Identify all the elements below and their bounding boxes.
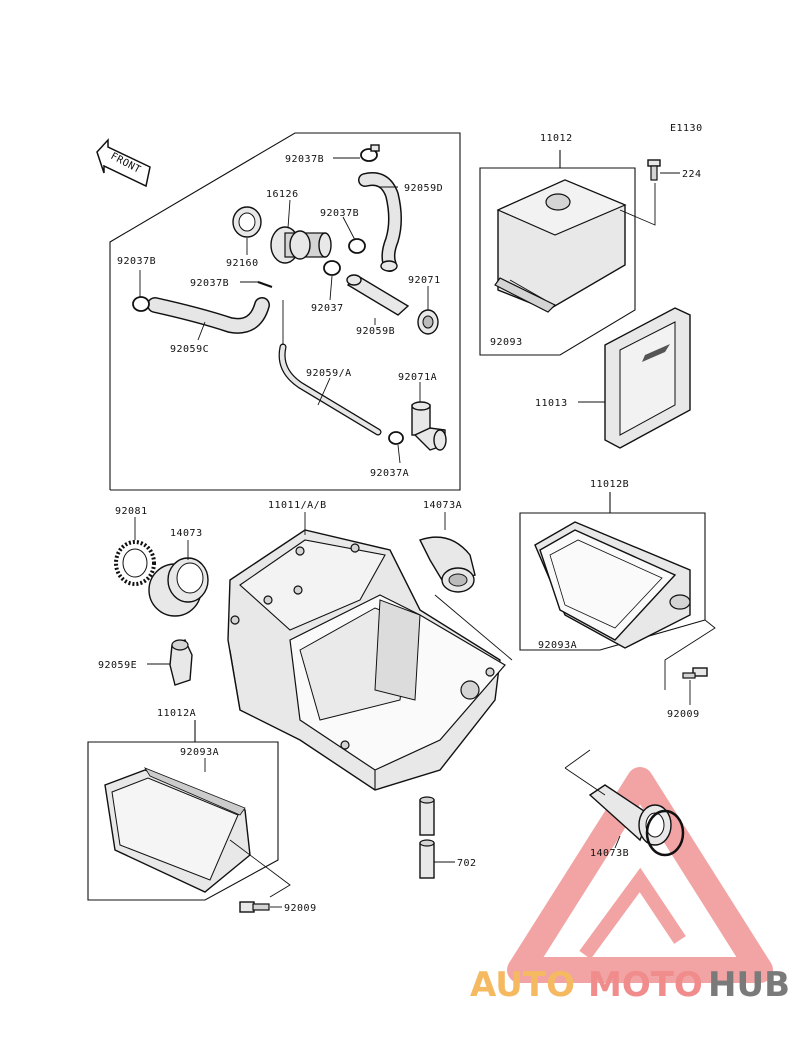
watermark-hub: HUB <box>708 965 790 1005</box>
label-92037: 92037 <box>311 303 344 314</box>
duct-14073a <box>419 536 476 593</box>
label-14073a: 14073A <box>423 500 462 511</box>
filter-element-11013 <box>578 307 691 449</box>
label-92059d: 92059D <box>404 183 443 194</box>
bolt-92009-bottom-leader-2 <box>229 839 291 898</box>
duct-14073a-leader-2 <box>434 594 513 661</box>
hose-92059d <box>358 172 402 272</box>
screw-224 <box>647 159 661 181</box>
valve-16126 <box>270 226 332 264</box>
clamp-92037b-top <box>360 144 380 162</box>
duct-14073b-leader-3 <box>614 835 621 849</box>
label-92037b-left: 92037B <box>117 256 156 267</box>
cover-11012a <box>104 767 251 893</box>
cover-11012b-frame <box>519 492 706 651</box>
label-92059a: 92059/A <box>306 368 352 379</box>
elbow-92059e <box>169 639 193 686</box>
duct-14073b-leader <box>564 749 591 769</box>
clamp-92037a <box>388 431 404 445</box>
label-14073b: 14073B <box>590 848 629 859</box>
tube-702 <box>419 796 435 879</box>
label-11012a: 11012A <box>157 708 196 719</box>
label-92071a: 92071A <box>398 372 437 383</box>
label-702: 702 <box>457 858 477 869</box>
hose-92059a <box>278 300 382 436</box>
duct-14073 <box>148 557 209 617</box>
hose-92059b <box>346 274 410 316</box>
label-11013: 11013 <box>535 398 568 409</box>
label-224: 224 <box>682 169 702 180</box>
watermark-text: AUTO MOTO HUB <box>470 965 790 1005</box>
label-92059b: 92059B <box>356 326 395 337</box>
clamp-92037 <box>323 260 341 276</box>
cover-11012b-leader <box>664 619 716 690</box>
screw-224-leader-2 <box>619 183 656 226</box>
clamp-92037b-small <box>257 281 273 288</box>
cover-11012-frame <box>479 150 636 356</box>
hose-92059c <box>147 297 270 334</box>
cap-92071 <box>417 309 439 335</box>
label-92081: 92081 <box>115 506 148 517</box>
cover-11012 <box>494 179 627 313</box>
label-92037b-mid: 92037B <box>320 208 359 219</box>
watermark-auto: AUTO <box>470 965 575 1005</box>
label-92037a: 92037A <box>370 468 409 479</box>
front-arrow-icon: FRONT <box>96 138 151 188</box>
duct-14073b <box>588 784 685 857</box>
watermark-logo-icon <box>507 767 773 983</box>
label-92059e: 92059E <box>98 660 137 671</box>
label-11012b: 11012B <box>590 479 629 490</box>
air-cleaner-housing-11011 <box>227 529 506 791</box>
label-92059c: 92059C <box>170 344 209 355</box>
label-92093a-left: 92093A <box>180 747 219 758</box>
label-92071: 92071 <box>408 275 441 286</box>
leader-lines-upper <box>139 157 429 464</box>
bolt-92009-right <box>682 667 708 679</box>
label-11011: 11011/A/B <box>268 500 327 511</box>
label-92037b-small: 92037B <box>190 278 229 289</box>
label-14073: 14073 <box>170 528 203 539</box>
duct-14073b-leader-2 <box>564 767 606 796</box>
clamp-92037b-mid <box>348 238 366 254</box>
label-92009-right: 92009 <box>667 709 700 720</box>
spring-92081 <box>114 540 156 586</box>
label-16126: 16126 <box>266 189 299 200</box>
clamp-92037b-left <box>132 296 150 312</box>
hose-group-frame <box>109 132 461 491</box>
bolt-92009-bottom <box>239 901 270 913</box>
label-92037b-top: 92037B <box>285 154 324 165</box>
diagram-reference: E1130 <box>670 123 703 134</box>
label-92093: 92093 <box>490 337 523 348</box>
cover-11012a-frame <box>87 720 279 901</box>
label-92009-bottom: 92009 <box>284 903 317 914</box>
label-11012: 11012 <box>540 133 573 144</box>
label-92093a-right: 92093A <box>538 640 577 651</box>
elbow-92071a <box>411 401 447 451</box>
watermark-moto: MOTO <box>588 965 703 1005</box>
cover-11012b <box>534 521 691 649</box>
label-92160: 92160 <box>226 258 259 269</box>
ring-92160 <box>232 206 262 238</box>
